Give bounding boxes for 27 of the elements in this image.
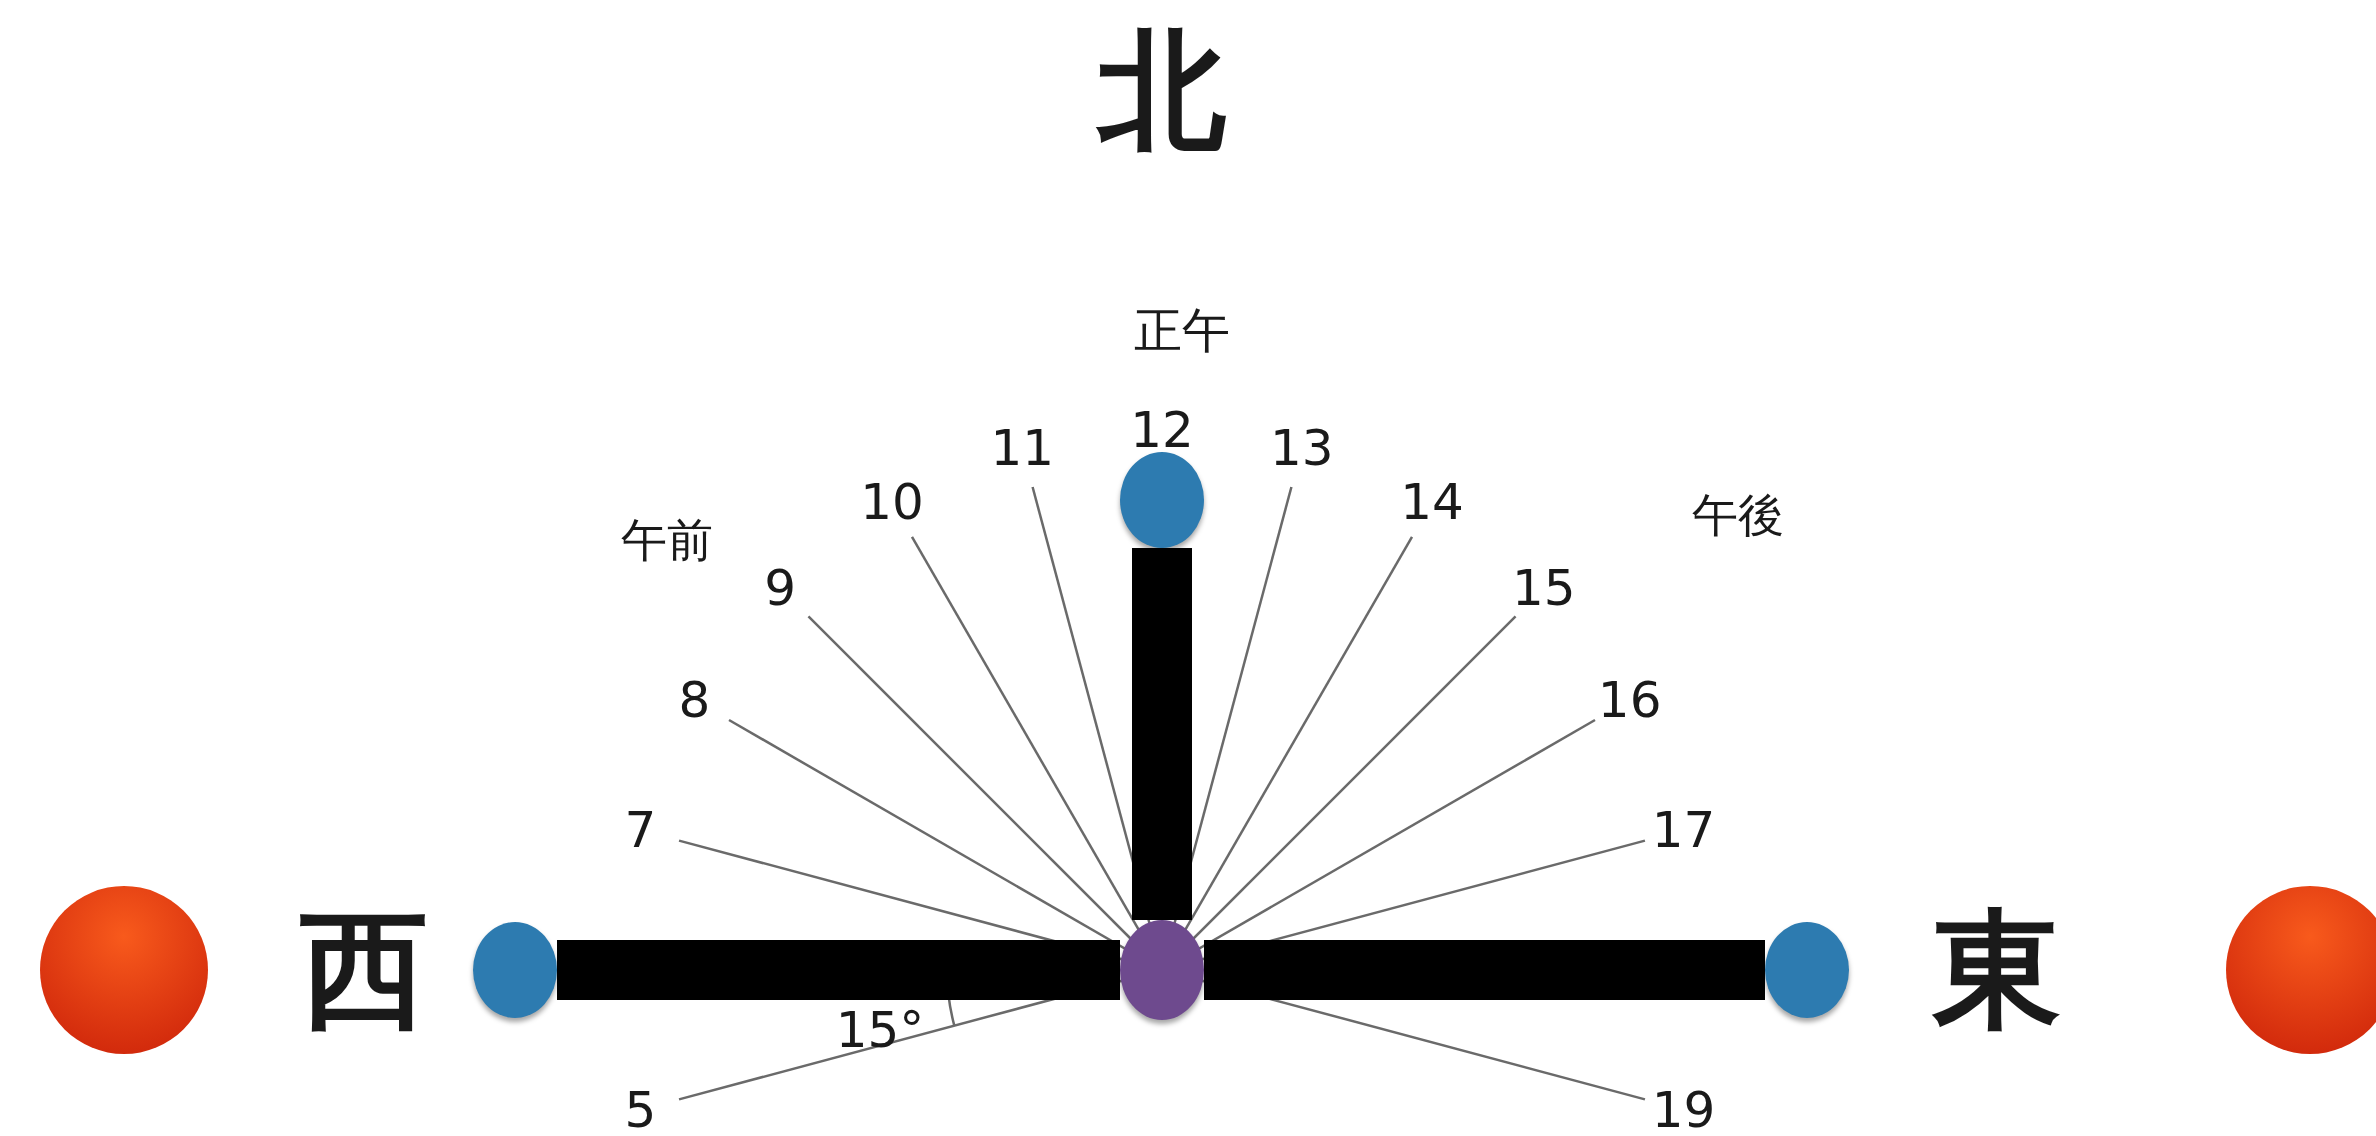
hour-number: 13 — [1269, 423, 1334, 474]
text-label: 午後 — [1692, 492, 1784, 538]
text-label: 午前 — [621, 517, 713, 563]
peg-circle — [1765, 922, 1849, 1018]
text-label: 正午 — [1134, 306, 1230, 354]
gnomon-bar — [557, 940, 1120, 1000]
peg-circle — [1120, 920, 1204, 1020]
hour-number: 8 — [678, 675, 711, 725]
hour-number: 15 — [1512, 563, 1576, 614]
gnomon-bar — [1132, 548, 1192, 920]
hour-number: 17 — [1651, 805, 1716, 856]
hour-number: 9 — [764, 563, 797, 614]
peg-circle — [1120, 452, 1204, 548]
hour-number: 16 — [1597, 675, 1662, 725]
hour-number: 11 — [990, 423, 1055, 474]
direction-label: 北 — [1098, 27, 1226, 155]
direction-label: 東 — [1933, 906, 2061, 1034]
hour-number: 14 — [1400, 477, 1464, 528]
hour-number: 12 — [1130, 405, 1194, 455]
hour-number: 10 — [860, 477, 924, 528]
hour-number: 7 — [624, 805, 657, 856]
hour-number: 19 — [1651, 1084, 1716, 1135]
peg-circle — [473, 922, 557, 1018]
hour-number: 5 — [624, 1084, 657, 1135]
gnomon-bar — [1204, 940, 1765, 1000]
text-label: 15° — [835, 1005, 925, 1055]
direction-label: 西 — [300, 906, 428, 1034]
